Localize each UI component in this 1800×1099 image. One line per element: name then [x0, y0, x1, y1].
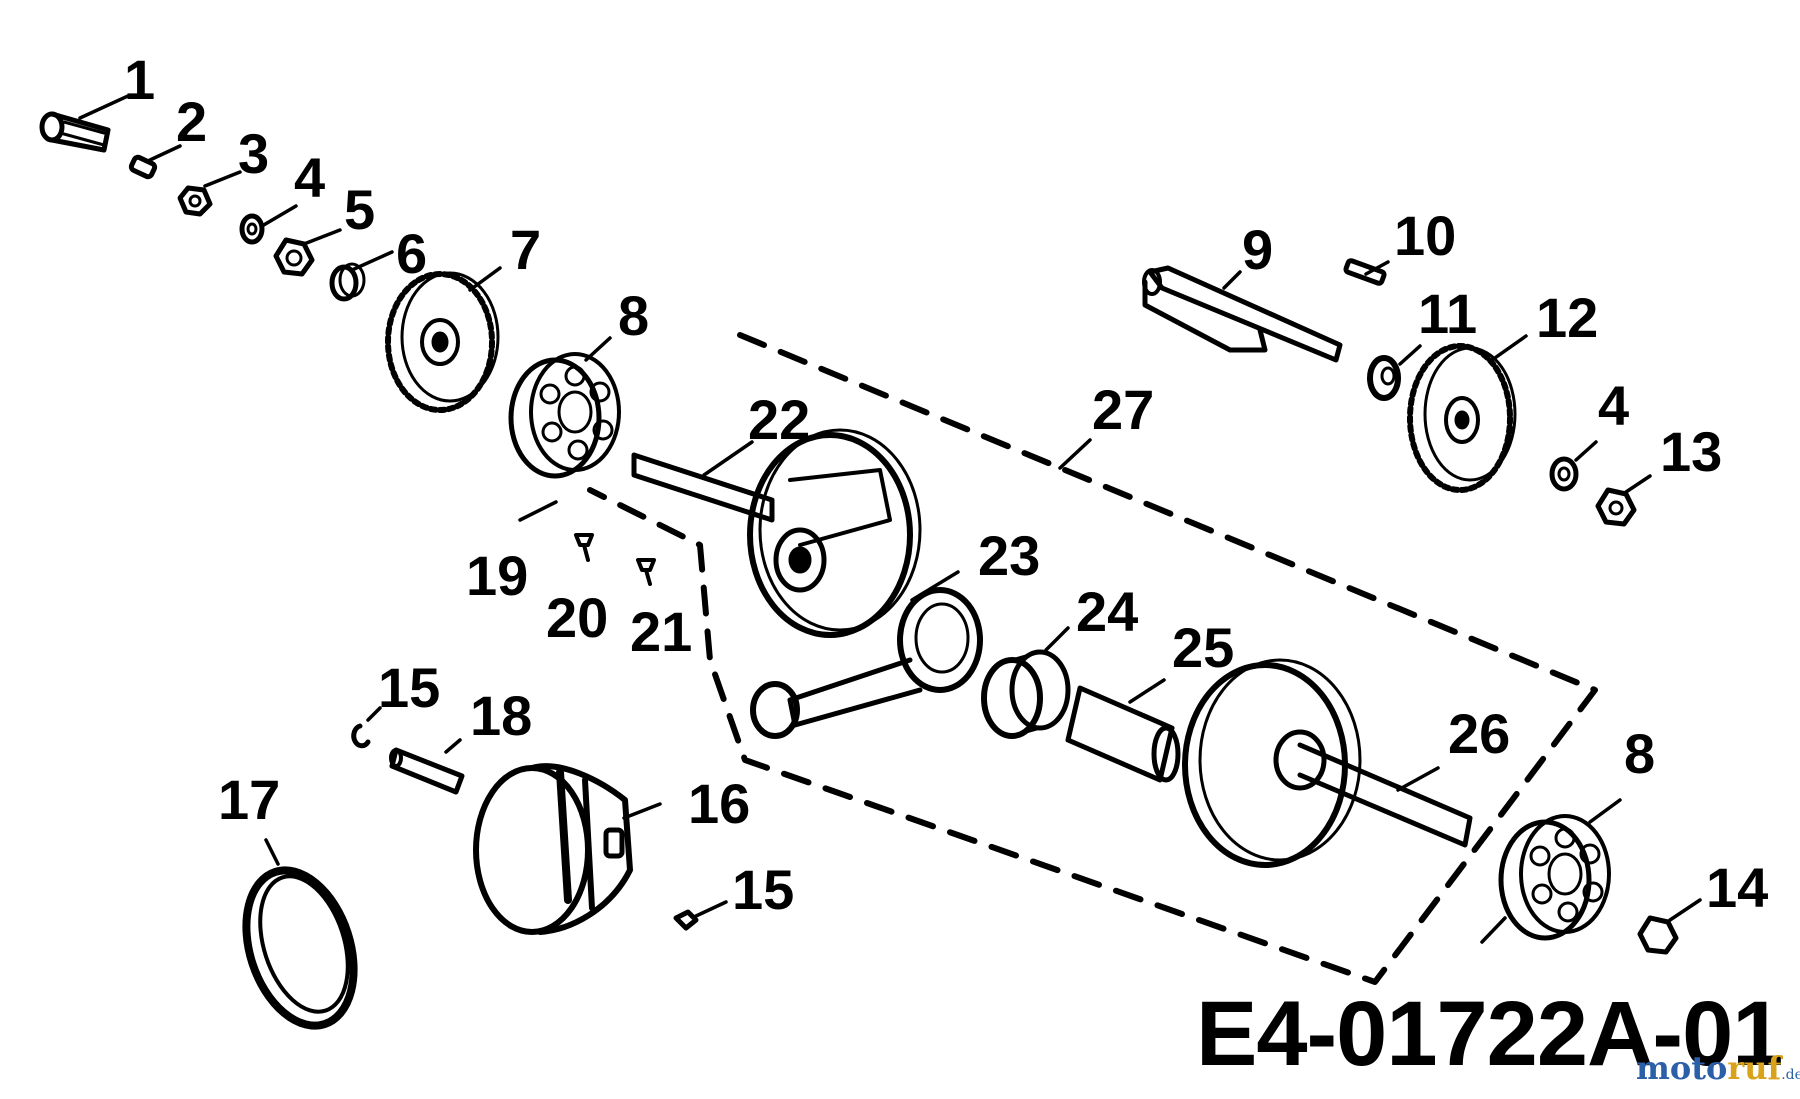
part-16-piston — [473, 763, 633, 935]
part-21-key — [636, 558, 656, 586]
callout-1: 1 — [124, 48, 156, 111]
callout-15-lower: 15 — [732, 858, 795, 921]
part-18-piston-pin — [389, 747, 465, 795]
part-20-key — [574, 533, 594, 562]
part-13-nut — [1595, 487, 1637, 527]
callout-8-lower: 8 — [1624, 722, 1656, 785]
callout-19: 19 — [466, 544, 529, 607]
part-3-nut — [177, 185, 213, 217]
part-17-piston-ring — [242, 866, 358, 1030]
callout-21: 21 — [630, 600, 693, 663]
callout-22: 22 — [748, 388, 811, 451]
callout-9: 9 — [1242, 218, 1274, 281]
callout-leaders — [78, 94, 1702, 944]
part-8-bearing-lower — [1498, 814, 1611, 941]
watermark-logo: motoruf.de — [1636, 1052, 1800, 1084]
part-2-lockwasher — [128, 154, 158, 180]
part-15-clip-lower — [673, 909, 699, 931]
part-11-bearing — [1367, 355, 1401, 401]
callout-12: 12 — [1536, 286, 1599, 349]
callout-11: 11 — [1418, 282, 1478, 345]
part-12-gear — [1407, 343, 1517, 493]
part-7-gear — [385, 271, 500, 413]
callout-18: 18 — [470, 684, 533, 747]
part-9-shaft — [1142, 265, 1343, 363]
callout-3: 3 — [238, 122, 270, 185]
callout-16: 16 — [688, 772, 751, 835]
callout-10: 10 — [1394, 204, 1457, 267]
callout-5: 5 — [344, 178, 376, 241]
callout-4-right: 4 — [1598, 374, 1630, 437]
part-14-nut — [1637, 915, 1679, 955]
part-23-connecting-rod — [750, 587, 983, 739]
callout-24: 24 — [1076, 580, 1139, 643]
part-10-key — [1343, 258, 1387, 286]
callout-2: 2 — [176, 90, 208, 153]
callout-4: 4 — [294, 146, 326, 209]
part-4-washer-right — [1549, 456, 1579, 492]
callout-17: 17 — [218, 768, 281, 831]
part-6-bushing — [329, 262, 366, 302]
watermark-part-2: ruf — [1727, 1049, 1782, 1087]
part-8-bearing-upper — [508, 352, 621, 479]
callout-27: 27 — [1092, 378, 1155, 441]
part-1-bolt — [39, 111, 111, 153]
callout-6: 6 — [396, 222, 428, 285]
part-24-bearing — [981, 649, 1071, 739]
part-22-crank-half — [631, 428, 922, 638]
part-26-crank-half — [1182, 658, 1473, 868]
part-15-clip-upper — [351, 723, 371, 749]
watermark-part-1: moto — [1636, 1049, 1728, 1087]
part-5-nut — [273, 237, 315, 277]
part-4-washer — [239, 213, 265, 245]
callout-14: 14 — [1706, 856, 1769, 919]
diagram-code: E4-01722A-01 — [1196, 983, 1783, 1085]
callout-26: 26 — [1448, 702, 1511, 765]
callout-13: 13 — [1660, 420, 1723, 483]
watermark-part-3: .de — [1781, 1067, 1800, 1083]
callout-15-upper: 15 — [378, 656, 441, 719]
callout-7: 7 — [510, 218, 542, 281]
callout-20: 20 — [546, 586, 609, 649]
callout-23: 23 — [978, 524, 1041, 587]
assembly-27-boundary — [587, 332, 1598, 985]
part-25-crank-pin — [1065, 685, 1181, 783]
callout-8: 8 — [618, 284, 650, 347]
callout-25: 25 — [1172, 616, 1235, 679]
